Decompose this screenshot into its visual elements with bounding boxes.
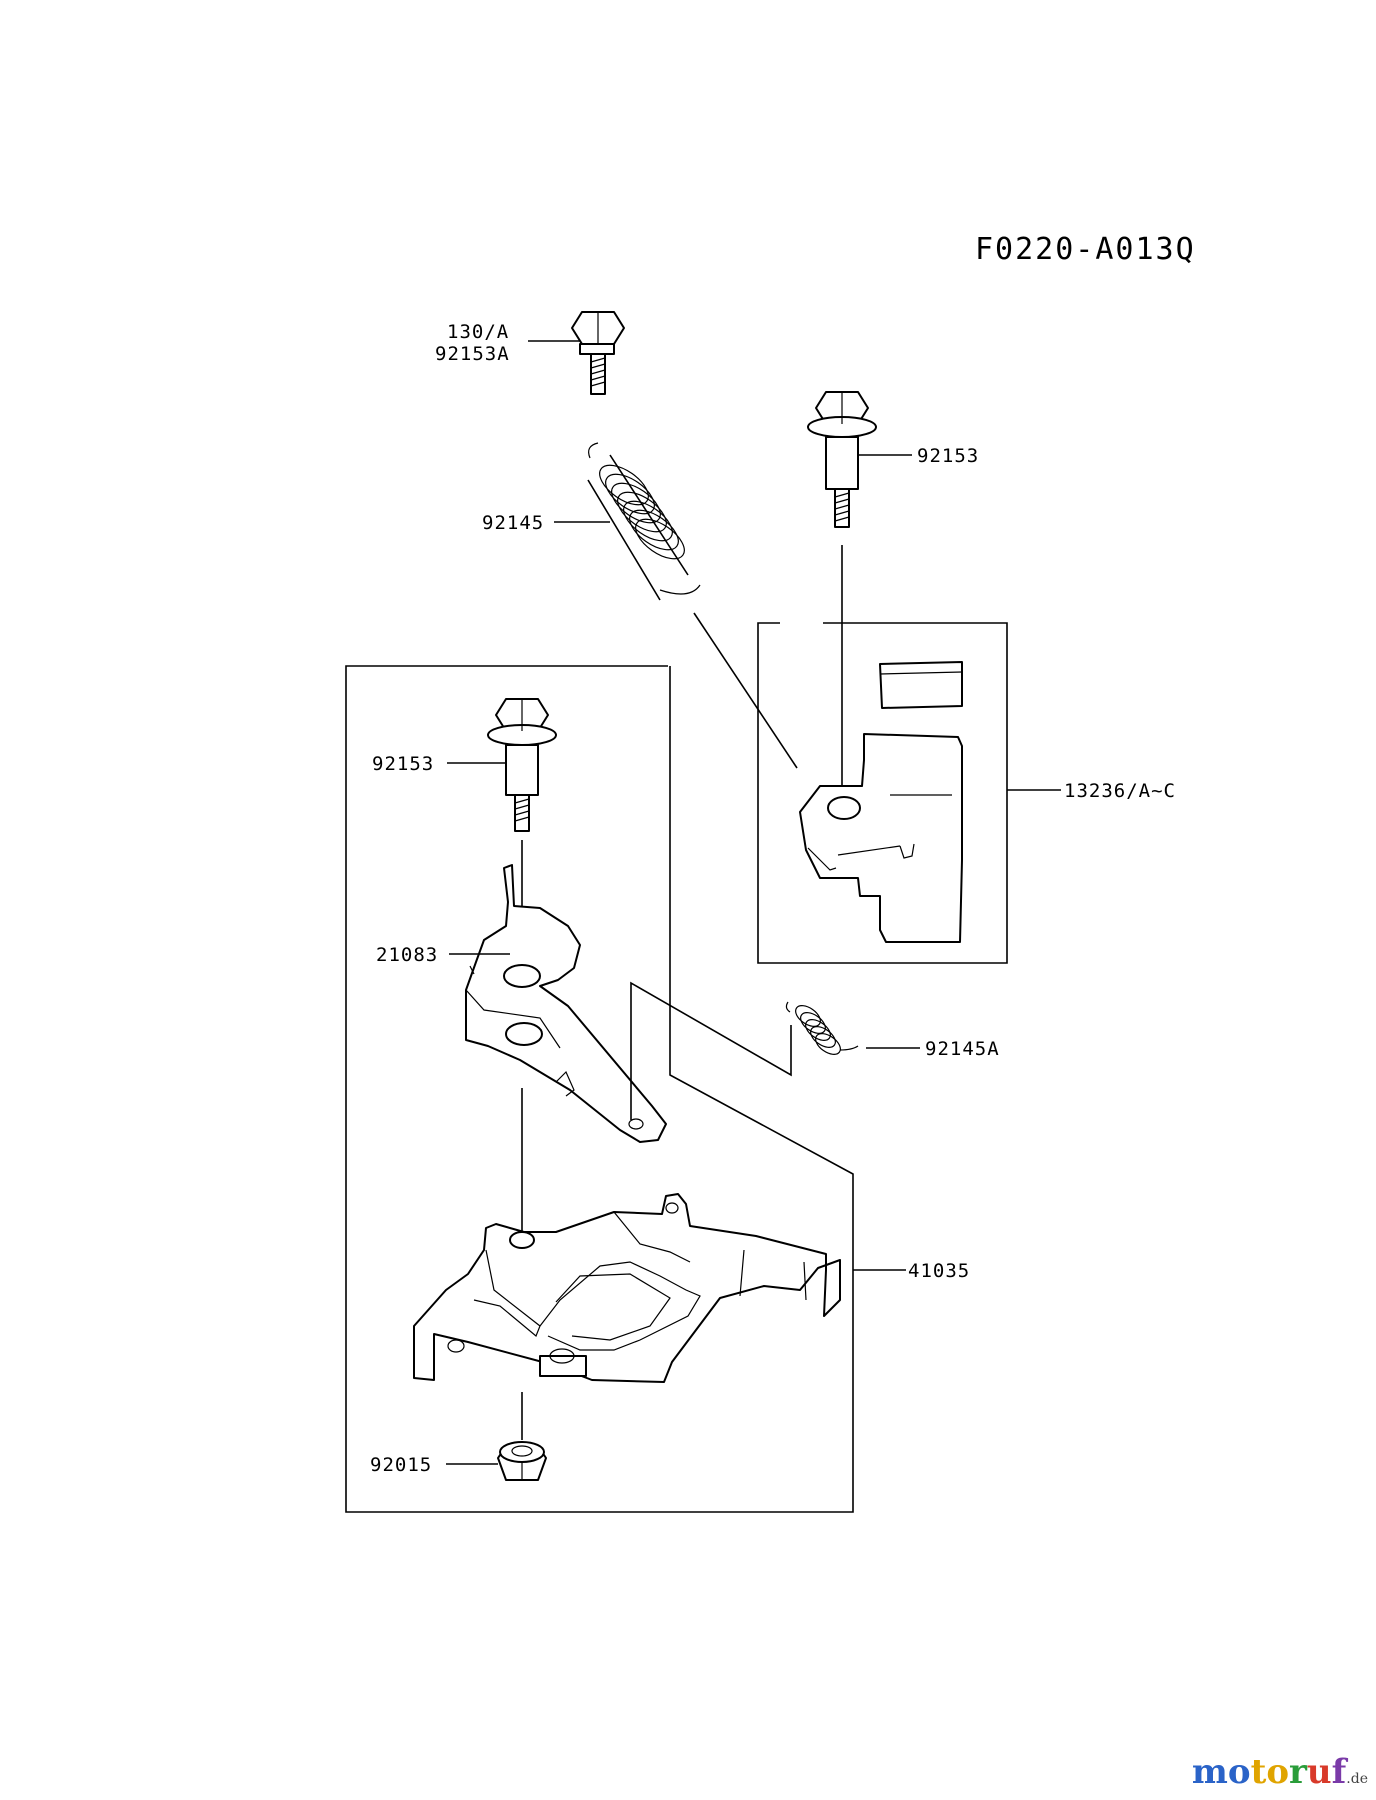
label-92153a: 92153A	[435, 343, 510, 365]
watermark-logo: motoruf.de	[1192, 1752, 1368, 1792]
label-130a: 130/A	[447, 321, 509, 343]
label-21083: 21083	[376, 944, 438, 966]
lever-21083-icon	[465, 864, 667, 1143]
diagram-code: F0220-A013Q	[975, 232, 1196, 267]
label-92153-upper: 92153	[917, 445, 979, 467]
watermark-text: motoruf	[1191, 1752, 1347, 1792]
label-13236: 13236/A~C	[1064, 780, 1176, 802]
label-92015: 92015	[370, 1454, 432, 1476]
label-92145: 92145	[482, 512, 544, 534]
label-92145a: 92145A	[925, 1038, 1000, 1060]
assembly-frame-main	[345, 665, 854, 1513]
plate-13236-icon	[799, 661, 963, 943]
label-41035: 41035	[908, 1260, 970, 1282]
bolt-92153-upper-icon	[807, 391, 877, 528]
nut-92015-icon	[497, 1441, 547, 1481]
label-92153-lower: 92153	[372, 753, 434, 775]
spring-92145-icon	[587, 442, 701, 601]
bolt-92153a-icon	[571, 311, 625, 395]
bracket-41035-icon	[413, 1193, 841, 1383]
assembly-frame-plate	[757, 622, 1008, 964]
spring-92145a-icon	[785, 1001, 859, 1055]
bolt-92153-lower-icon	[487, 698, 557, 832]
watermark-suffix: .de	[1346, 1771, 1368, 1787]
